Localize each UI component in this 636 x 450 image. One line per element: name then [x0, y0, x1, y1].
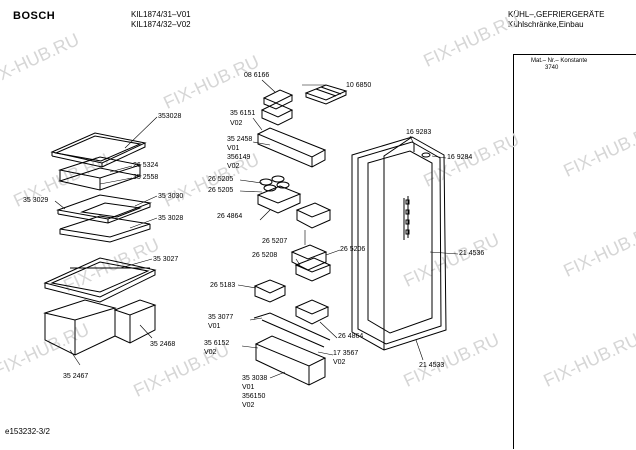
part-label: 35 3030	[158, 193, 184, 200]
part-label: 10 6850	[346, 82, 372, 89]
glass-shelf-lower	[59, 215, 151, 243]
part-label: 35 3028	[158, 215, 184, 222]
part-label: V02	[204, 349, 217, 356]
part-label: 16 9283	[406, 129, 432, 136]
bottle-retainer	[253, 312, 331, 348]
door-assembly	[351, 136, 447, 351]
side-panel-value: 3740	[545, 65, 559, 71]
category-title: KÜHL–,GEFRIERGERÄTE	[508, 10, 605, 19]
part-label: 35 3029	[23, 197, 49, 204]
door-shelf-upper	[256, 127, 327, 168]
part-label: 35 3038	[242, 375, 268, 382]
door-bin-26-5207	[295, 202, 332, 229]
part-label: 35 3027	[153, 256, 179, 263]
door-bin-26-5183	[253, 279, 287, 303]
leader-lines-right	[409, 135, 459, 361]
document-id: e153232-3/2	[5, 427, 50, 436]
category-subtitle: Kühlschränke,Einbau	[508, 20, 584, 29]
part-label: 356150	[242, 393, 266, 400]
part-label: 26 5208	[252, 252, 278, 259]
crisper-drawer-right	[113, 299, 157, 344]
part-label: 08 6166	[244, 72, 270, 79]
part-label: 35 2467	[63, 373, 89, 380]
part-label: 35 6151	[230, 110, 256, 117]
part-label: V01	[227, 145, 240, 152]
part-label: V01	[242, 384, 255, 391]
door-bin-26-4864-lower	[294, 299, 330, 325]
glass-shelf-top	[50, 132, 147, 168]
part-label: 35 6152	[204, 340, 230, 347]
crisper-drawer-left	[43, 299, 117, 356]
glass-shelf-middle	[56, 194, 152, 224]
part-label: 26 5205	[208, 176, 234, 183]
part-label: 26 5324	[133, 162, 159, 169]
part-label: 26 5183	[210, 282, 236, 289]
leader-lines-left	[54, 116, 158, 366]
model-number-2: KIL1874/32–V02	[131, 20, 191, 29]
part-label: 35 2458	[227, 136, 253, 143]
part-label: 26 5206	[340, 246, 366, 253]
side-panel	[513, 54, 636, 449]
part-label: V02	[242, 402, 255, 409]
ice-cube-tray	[304, 84, 348, 105]
hinge-parts	[413, 144, 431, 158]
door-shelf-bottom	[254, 335, 327, 386]
side-panel-label: Mat.– Nr.– Konstante	[531, 58, 588, 64]
crisper-cover	[43, 257, 157, 303]
part-label: 26 4864	[338, 333, 364, 340]
part-label: 21 4536	[459, 250, 485, 257]
butter-compartment	[260, 89, 294, 126]
brand-logo: BOSCH	[13, 10, 56, 22]
part-label: 26 4864	[217, 213, 243, 220]
shelf-frame-upper	[58, 156, 142, 191]
part-label: 356149	[227, 154, 251, 161]
part-label: V02	[230, 120, 243, 127]
part-label: V02	[227, 163, 240, 170]
part-label: 26 5205	[208, 187, 234, 194]
part-label: 35 2468	[150, 341, 176, 348]
part-label: 26 5207	[262, 238, 288, 245]
part-label: V01	[208, 323, 221, 330]
leader-lines-middle	[237, 79, 341, 379]
part-label: 35 2558	[133, 174, 159, 181]
part-label: V02	[333, 359, 346, 366]
side-panel-divider	[513, 54, 636, 55]
door-bin-26-5206	[290, 244, 328, 271]
part-label: 16 9284	[447, 154, 473, 161]
part-label: 21 4533	[419, 362, 445, 369]
part-label: 35 3077	[208, 314, 234, 321]
part-label: 353028	[158, 113, 182, 120]
egg-holder	[256, 175, 302, 214]
part-label: 17 3567	[333, 350, 359, 357]
model-number-1: KIL1874/31–V01	[131, 10, 191, 19]
door-bin-26-5208	[294, 257, 332, 282]
